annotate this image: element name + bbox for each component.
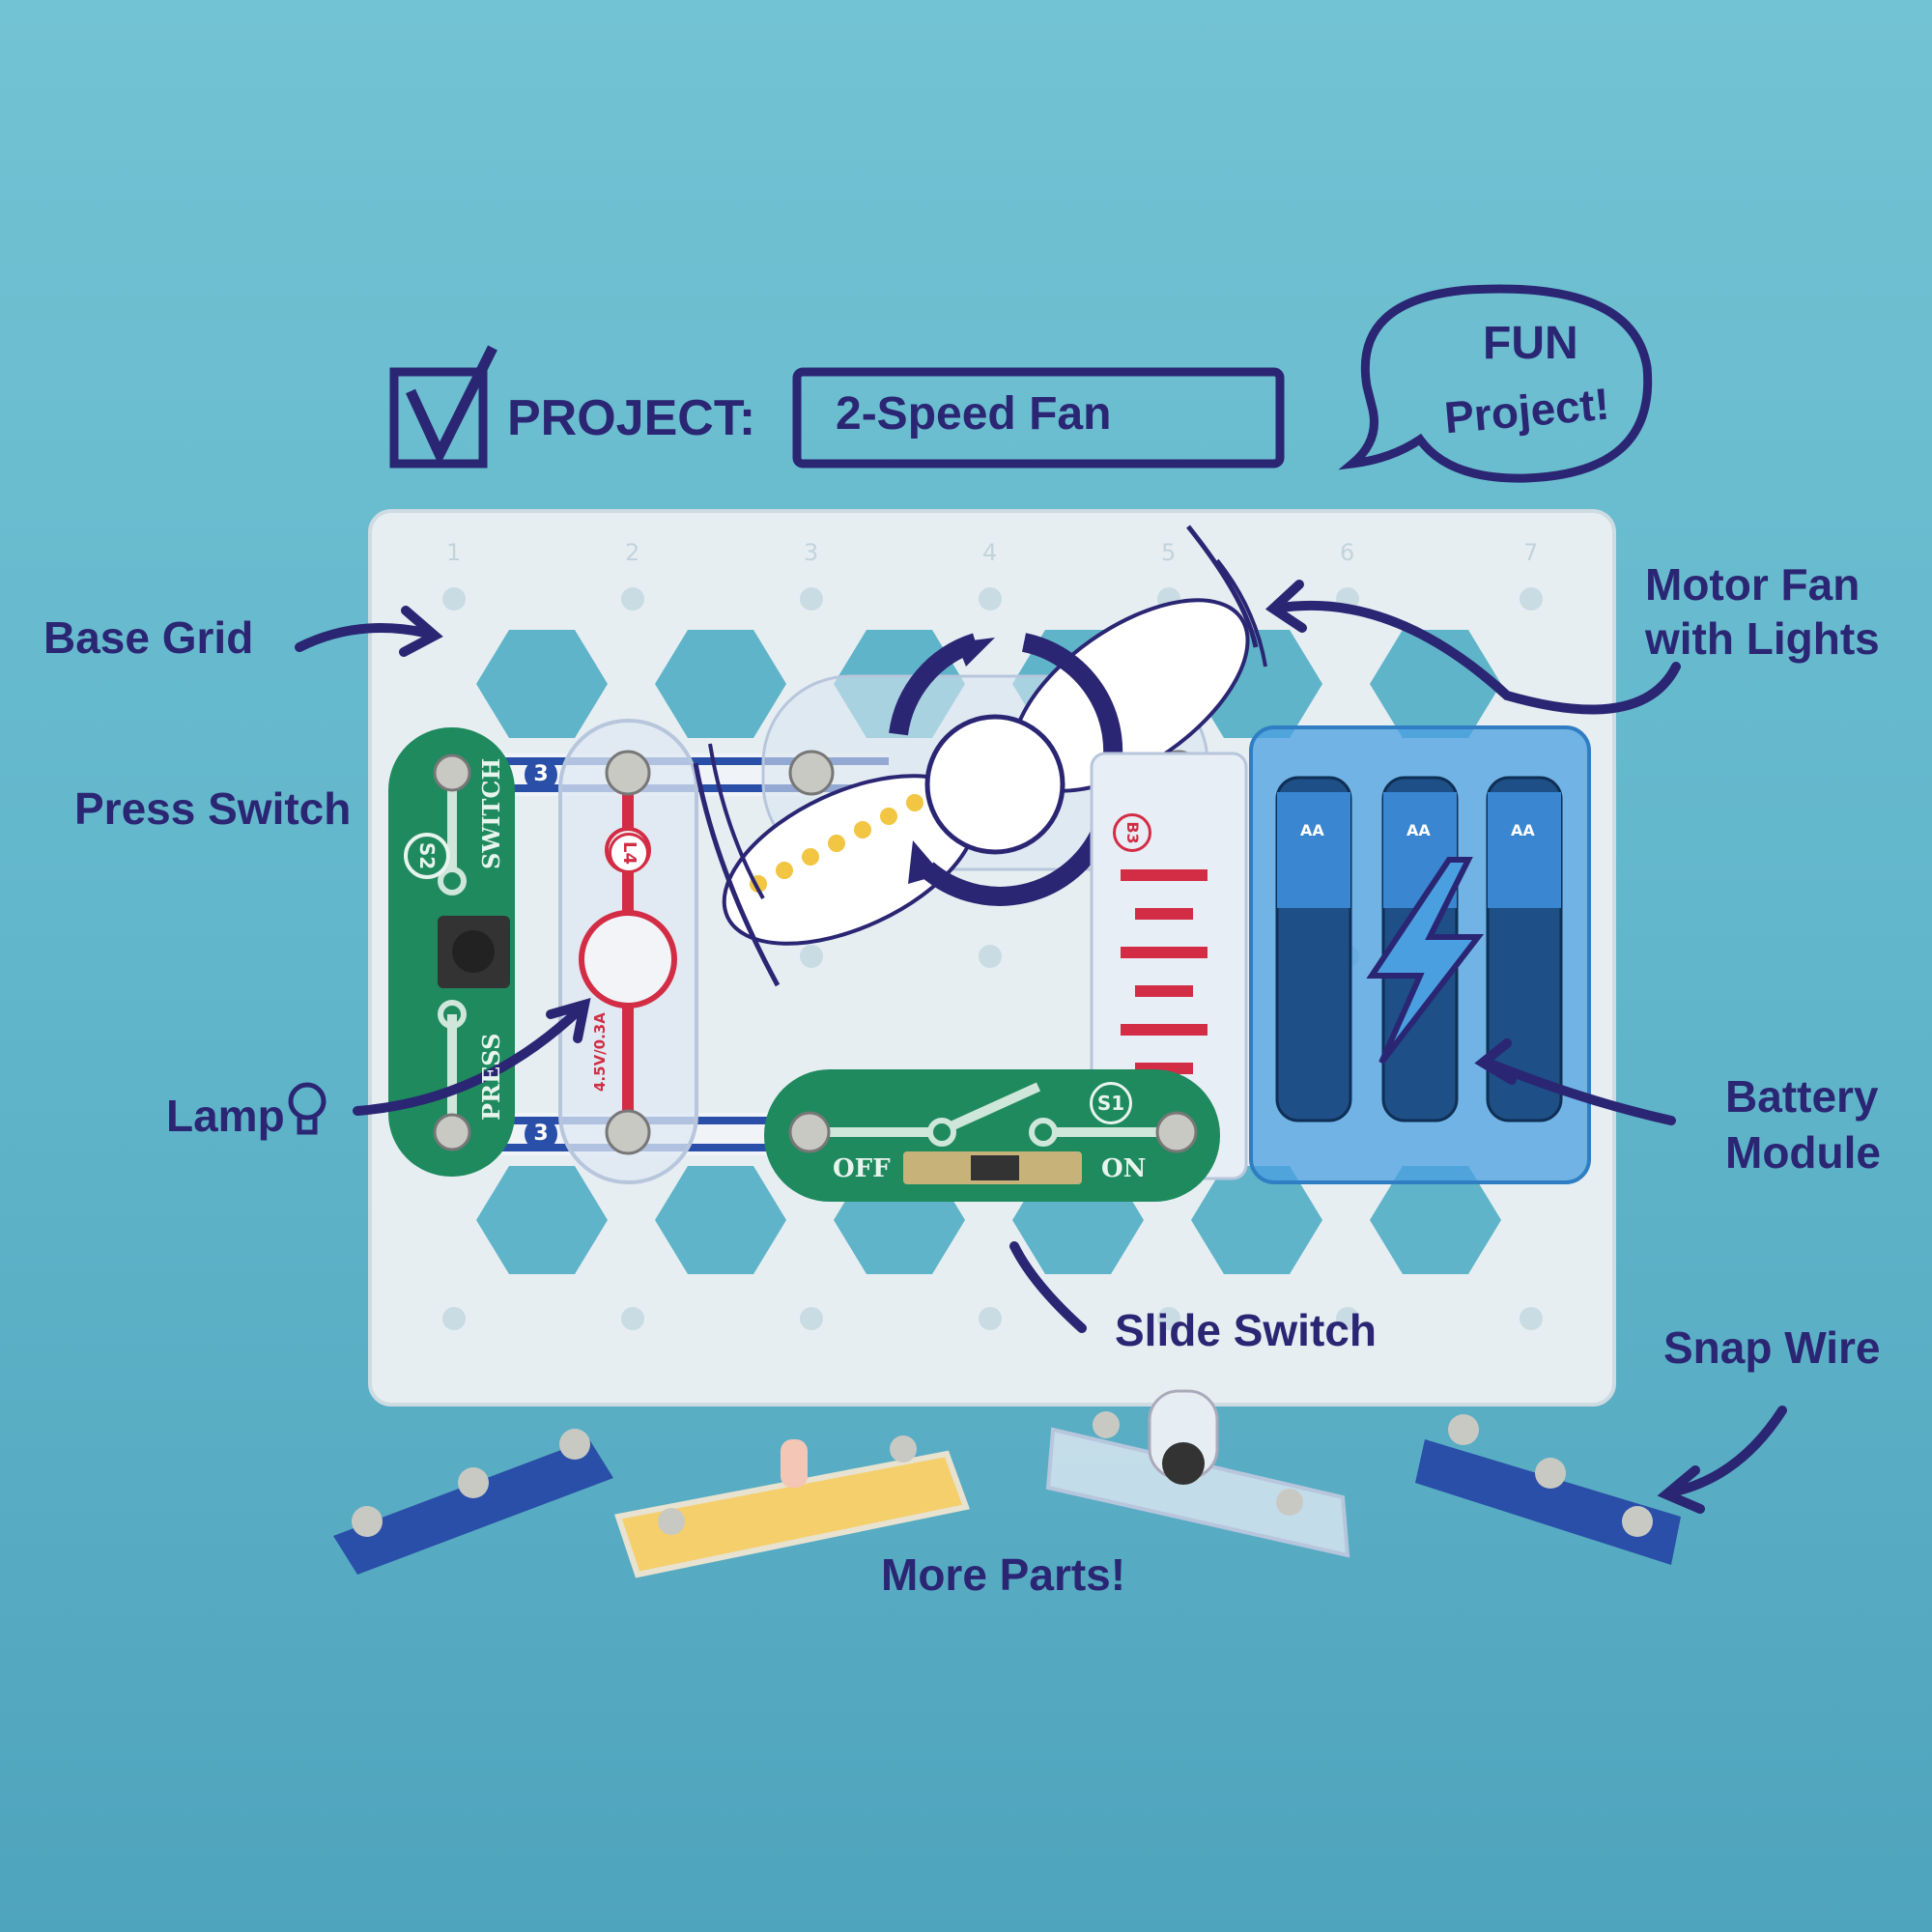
grid-peg <box>442 1307 466 1330</box>
battery-cell-label: AA <box>1511 821 1535 839</box>
grid-hole <box>1370 1166 1501 1274</box>
fan-led <box>828 835 845 852</box>
press-switch-text-top: SWITCH <box>477 757 505 869</box>
lightbulb-icon <box>288 1082 327 1135</box>
fan-led <box>776 862 793 879</box>
lamp-id: L4 <box>609 833 649 873</box>
grid-peg <box>979 1307 1002 1330</box>
fan-led <box>880 808 897 825</box>
fan-led <box>906 794 923 811</box>
column-number: 3 <box>804 539 819 566</box>
grid-peg <box>1157 1307 1180 1330</box>
grid-peg <box>800 1307 823 1330</box>
callout-arrows <box>295 580 1787 1514</box>
project-label: PROJECT: <box>507 390 756 446</box>
column-number: 5 <box>1161 539 1177 566</box>
battery-cell-highlight <box>1277 792 1350 908</box>
grid-hole <box>655 1166 786 1274</box>
battery-cell-label: AA <box>1406 821 1431 839</box>
fan-led <box>802 848 819 866</box>
grid-peg <box>442 587 466 611</box>
callout-slide-switch: Slide Switch <box>1115 1305 1377 1355</box>
callout-battery-line2: Module <box>1725 1127 1881 1178</box>
callout-motor-fan-line2: with Lights <box>1645 613 1880 664</box>
motor-fan[interactable] <box>693 525 1280 987</box>
loose-snap-wire-right <box>1415 1414 1681 1565</box>
battery-id: B3 <box>1113 813 1151 852</box>
lamp-rating: 4.5V/0.3A <box>591 1012 609 1092</box>
column-number: 7 <box>1523 539 1539 566</box>
grid-hole <box>1370 630 1501 738</box>
lamp-module[interactable] <box>558 719 698 1184</box>
column-number: 1 <box>446 539 462 566</box>
grid-peg <box>800 945 823 968</box>
slide-switch-on-label: ON <box>1101 1154 1147 1183</box>
callout-snap-wire: Snap Wire <box>1663 1322 1881 1373</box>
grid-hole <box>655 630 786 738</box>
press-switch-text-bottom: PRESS <box>477 1033 505 1121</box>
project-name-box <box>792 367 1285 469</box>
snap-wire-label-top: 3 <box>525 758 557 791</box>
battery-cell-highlight <box>1488 792 1561 908</box>
press-switch-id: S2 <box>404 833 450 879</box>
snap-wire-label-bottom: 3 <box>525 1118 557 1151</box>
callout-lamp: Lamp <box>166 1091 285 1141</box>
speech-bubble <box>1338 284 1653 483</box>
callout-press-switch: Press Switch <box>74 783 352 834</box>
grid-peg <box>979 587 1002 611</box>
callout-more-parts: More Parts! <box>881 1549 1126 1600</box>
column-number: 4 <box>982 539 998 566</box>
column-number: 2 <box>625 539 640 566</box>
grid-peg <box>1520 1307 1543 1330</box>
loose-led-module <box>614 1435 971 1578</box>
callout-motor-fan-line1: Motor Fan <box>1645 559 1861 610</box>
grid-peg <box>1336 1307 1359 1330</box>
grid-peg <box>800 587 823 611</box>
fan-led <box>854 821 871 838</box>
grid-peg <box>1520 587 1543 611</box>
grid-peg <box>621 1307 644 1330</box>
column-number: 6 <box>1340 539 1355 566</box>
grid-hole <box>1191 1166 1322 1274</box>
slide-switch-id: S1 <box>1090 1082 1132 1124</box>
callout-battery-line1: Battery <box>1725 1071 1879 1122</box>
battery-cell-label: AA <box>1300 821 1324 839</box>
slide-switch-off-label: OFF <box>833 1154 891 1183</box>
callout-base-grid: Base Grid <box>43 612 254 663</box>
grid-hole <box>476 630 608 738</box>
grid-peg <box>979 945 1002 968</box>
bubble-text-line1: FUN <box>1483 318 1578 369</box>
loose-clear-module <box>1045 1389 1350 1558</box>
grid-hole <box>476 1166 608 1274</box>
press-switch-module[interactable] <box>388 727 515 1177</box>
grid-peg <box>621 587 644 611</box>
loose-snap-wire-left <box>333 1429 613 1575</box>
project-name: 2-Speed Fan <box>836 388 1112 440</box>
checkmark-box-icon <box>406 345 497 467</box>
